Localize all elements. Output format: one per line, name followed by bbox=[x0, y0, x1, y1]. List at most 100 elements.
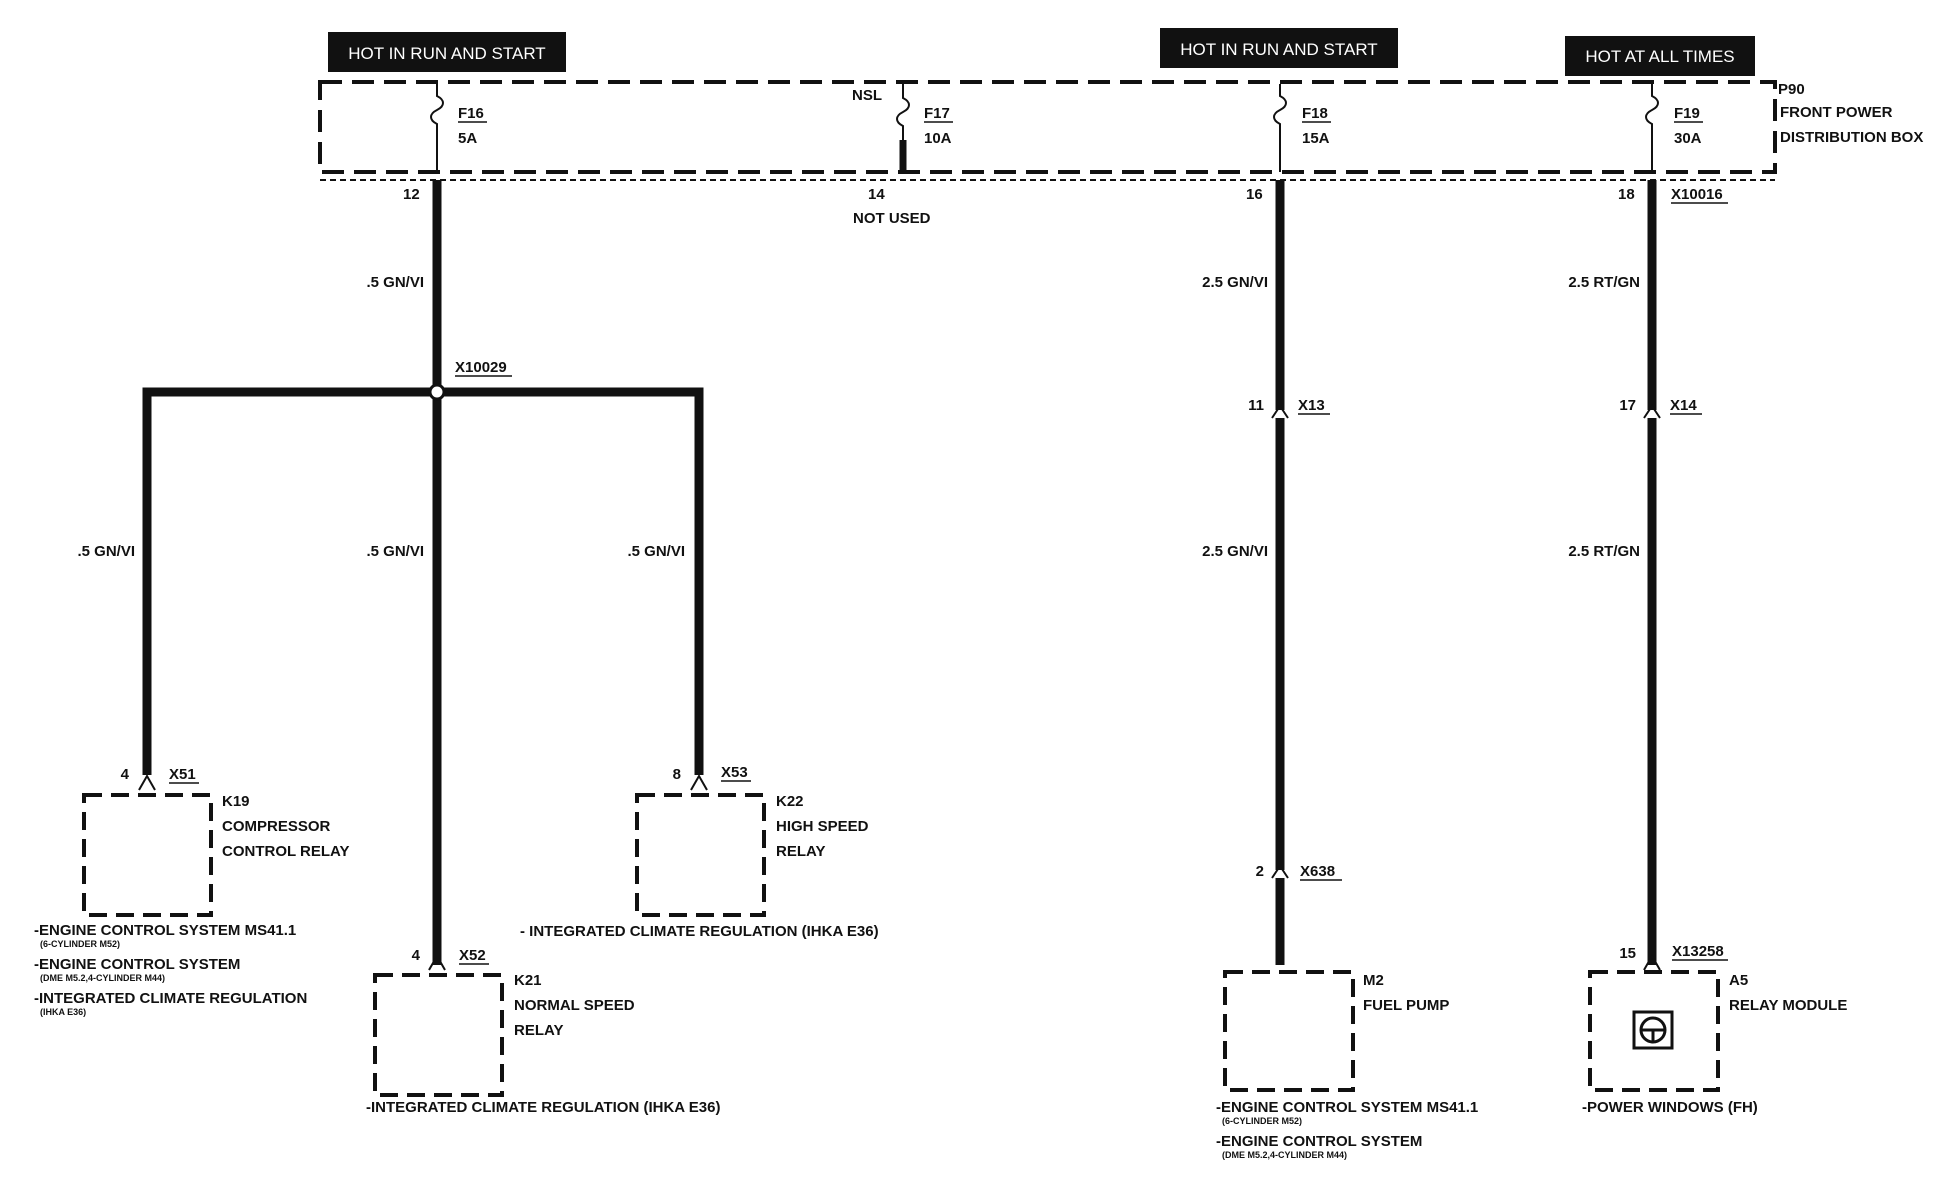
note-subtext: (DME M5.2,4-CYLINDER M44) bbox=[40, 973, 165, 983]
component-id: K19 bbox=[222, 793, 250, 810]
inline-connector-x13: 11 X13 bbox=[1248, 397, 1330, 419]
component-a5: 15 X13258 A5 RELAY MODULE -POWER WINDOWS… bbox=[1582, 943, 1847, 1116]
connector-arrow-icon bbox=[690, 773, 708, 791]
fuse-rating: 15A bbox=[1302, 130, 1330, 147]
component-line1: FUEL PUMP bbox=[1363, 997, 1449, 1014]
banner-hot-in-run-and-start-right: HOT IN RUN AND START bbox=[1160, 28, 1398, 68]
connector-pin: 17 bbox=[1619, 397, 1636, 414]
circuit-f19: 2.5 RT/GN 2.5 RT/GN bbox=[1568, 180, 1657, 965]
component-line1: RELAY MODULE bbox=[1729, 997, 1847, 1014]
connector-id: X638 bbox=[1300, 863, 1335, 880]
banner-text: HOT AT ALL TIMES bbox=[1585, 47, 1734, 66]
component-k22: 8 X53 K22 HIGH SPEED RELAY - INTEGRATED … bbox=[520, 764, 879, 940]
note-text: -ENGINE CONTROL SYSTEM MS41.1 bbox=[1216, 1099, 1478, 1116]
pdb-name-line2: DISTRIBUTION BOX bbox=[1780, 129, 1923, 146]
fuse-pin: 14 bbox=[868, 186, 885, 203]
connector-arrow-icon bbox=[1271, 864, 1289, 879]
note-subtext: (6-CYLINDER M52) bbox=[1222, 1116, 1302, 1126]
component-box bbox=[1588, 970, 1720, 1092]
connector-pin: 2 bbox=[1256, 863, 1264, 880]
fuse-f17: F17 10A 14 NOT USED bbox=[853, 84, 953, 227]
circuit-f16: X10029 .5 GN/VI .5 GN/VI .5 GN/VI .5 GN/… bbox=[77, 180, 704, 965]
splice-id: X10029 bbox=[455, 359, 507, 376]
fuse-f19: F19 30A 18 X10016 bbox=[1618, 84, 1728, 204]
note-text: - INTEGRATED CLIMATE REGULATION (IHKA E3… bbox=[520, 923, 879, 940]
wire-label: .5 GN/VI bbox=[627, 543, 685, 560]
fuse-note: NOT USED bbox=[853, 210, 931, 227]
component-line1: HIGH SPEED bbox=[776, 818, 869, 835]
fuse-connector: X10016 bbox=[1671, 186, 1723, 203]
component-connector: X13258 bbox=[1672, 943, 1724, 960]
electronic-module-icon bbox=[1632, 1010, 1674, 1050]
note-text: -ENGINE CONTROL SYSTEM bbox=[34, 956, 240, 973]
component-box bbox=[82, 793, 213, 917]
wire-label: .5 GN/VI bbox=[366, 274, 424, 291]
connector-arrow-icon bbox=[428, 953, 446, 971]
note-subtext: (6-CYLINDER M52) bbox=[40, 939, 120, 949]
wire-label: 2.5 RT/GN bbox=[1568, 543, 1640, 560]
component-pin: 4 bbox=[412, 947, 421, 964]
banner-text: HOT IN RUN AND START bbox=[348, 44, 545, 63]
component-line2: RELAY bbox=[776, 843, 825, 860]
wire-label: 2.5 GN/VI bbox=[1202, 274, 1268, 291]
fuse-symbol-icon bbox=[1273, 84, 1287, 172]
wire-label: 2.5 GN/VI bbox=[1202, 543, 1268, 560]
fuse-rating: 10A bbox=[924, 130, 952, 147]
inline-connector-x14: 17 X14 bbox=[1619, 397, 1702, 419]
connector-arrow-icon bbox=[1271, 404, 1289, 419]
fuse-f18: F18 15A 16 bbox=[1246, 84, 1331, 203]
component-box bbox=[635, 793, 766, 917]
pdb-name-line1: FRONT POWER bbox=[1780, 104, 1893, 121]
component-pin: 4 bbox=[121, 766, 130, 783]
fuse-rating: 30A bbox=[1674, 130, 1702, 147]
note-subtext: (IHKA E36) bbox=[40, 1007, 86, 1017]
note-text: -INTEGRATED CLIMATE REGULATION bbox=[34, 990, 307, 1007]
fuse-symbol-icon bbox=[896, 84, 910, 172]
fuse-pin: 18 bbox=[1618, 186, 1635, 203]
component-line1: NORMAL SPEED bbox=[514, 997, 635, 1014]
component-pin: 8 bbox=[673, 766, 681, 783]
circuit-f18: 2.5 GN/VI 2.5 GN/VI bbox=[1202, 180, 1285, 965]
connector-pin: 11 bbox=[1248, 397, 1264, 414]
component-k21: 4 X52 K21 NORMAL SPEED RELAY -INTEGRATED… bbox=[366, 947, 720, 1116]
wire-label: .5 GN/VI bbox=[366, 543, 424, 560]
component-id: M2 bbox=[1363, 972, 1384, 989]
wire-splice-branch bbox=[142, 387, 704, 775]
fuse-symbol-icon bbox=[1645, 84, 1659, 172]
component-box bbox=[1223, 970, 1355, 1092]
fuse-id: F19 bbox=[1674, 105, 1700, 122]
component-connector: X52 bbox=[459, 947, 486, 964]
connector-id: X13 bbox=[1298, 397, 1325, 414]
connector-arrow-icon bbox=[1643, 404, 1661, 419]
note-text: -ENGINE CONTROL SYSTEM bbox=[1216, 1133, 1422, 1150]
wire-label: 2.5 RT/GN bbox=[1568, 274, 1640, 291]
component-line1: COMPRESSOR bbox=[222, 818, 331, 835]
wire-label: .5 GN/VI bbox=[77, 543, 135, 560]
note-subtext: (DME M5.2,4-CYLINDER M44) bbox=[1222, 1150, 1347, 1160]
note-text: -POWER WINDOWS (FH) bbox=[1582, 1099, 1758, 1116]
fuse-f16: F16 5A 12 bbox=[403, 84, 487, 203]
fuse-pin: 16 bbox=[1246, 186, 1263, 203]
pdb-outline bbox=[318, 80, 1777, 174]
connector-arrow-icon bbox=[1643, 953, 1661, 971]
banner-hot-at-all-times: HOT AT ALL TIMES bbox=[1565, 36, 1755, 76]
splice-node-icon bbox=[428, 383, 446, 401]
banner-text: HOT IN RUN AND START bbox=[1180, 40, 1377, 59]
fuse-id: F17 bbox=[924, 105, 950, 122]
component-m2: M2 FUEL PUMP -ENGINE CONTROL SYSTEM MS41… bbox=[1216, 970, 1478, 1160]
component-connector: X51 bbox=[169, 766, 196, 783]
fuse-id: F18 bbox=[1302, 105, 1328, 122]
connector-id: X14 bbox=[1670, 397, 1697, 414]
component-box bbox=[373, 973, 504, 1097]
component-line2: CONTROL RELAY bbox=[222, 843, 350, 860]
inline-connector-x638: 2 X638 bbox=[1256, 863, 1342, 881]
nsl-label: NSL bbox=[852, 87, 882, 104]
component-pin: 15 bbox=[1619, 945, 1636, 962]
component-id: K22 bbox=[776, 793, 804, 810]
pdb-id: P90 bbox=[1778, 81, 1805, 98]
fuse-id: F16 bbox=[458, 105, 484, 122]
note-text: -INTEGRATED CLIMATE REGULATION (IHKA E36… bbox=[366, 1099, 720, 1116]
note-text: -ENGINE CONTROL SYSTEM MS41.1 bbox=[34, 922, 296, 939]
component-id: A5 bbox=[1729, 972, 1748, 989]
